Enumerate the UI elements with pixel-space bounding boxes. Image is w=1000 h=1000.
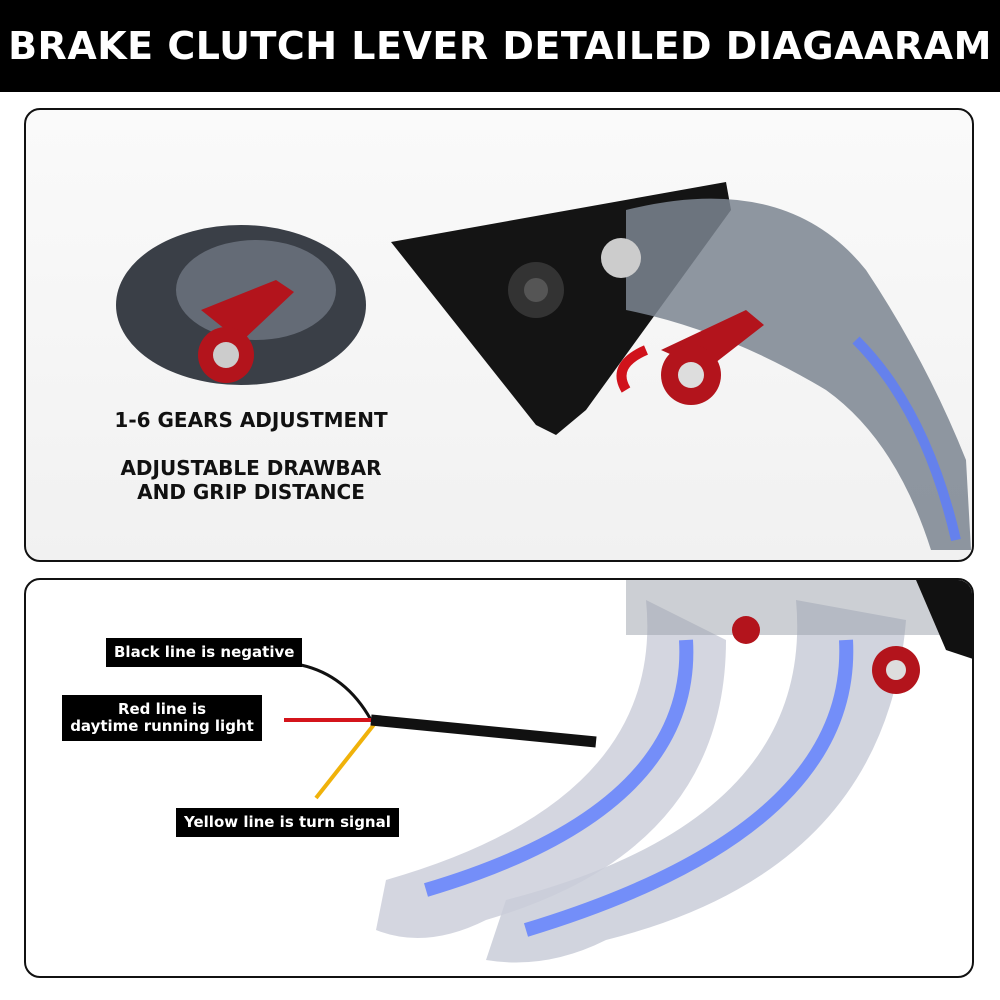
yellow-wire bbox=[314, 720, 378, 800]
page-title: BRAKE CLUTCH LEVER DETAILED DIAGAARAM bbox=[0, 0, 1000, 92]
wiring-panel: Black line is negative Red line is dayti… bbox=[24, 578, 974, 978]
black-wire bbox=[300, 663, 373, 721]
feature-drawbar-2: AND GRIP DISTANCE bbox=[137, 480, 365, 504]
yellow-wire-label: Yellow line is turn signal bbox=[176, 808, 399, 837]
feature-drawbar-1: ADJUSTABLE DRAWBAR bbox=[120, 456, 382, 480]
rotation-arrow-icon bbox=[616, 345, 649, 393]
lever-left bbox=[376, 600, 726, 938]
lever-blade bbox=[626, 198, 971, 551]
wiring-illustration bbox=[284, 580, 972, 963]
adjuster-knob-detail bbox=[201, 280, 294, 342]
red-wire-label: Red line is daytime running light bbox=[62, 695, 262, 741]
black-wire-label: Black line is negative bbox=[106, 638, 303, 667]
feature-gears: 1-6 GEARS ADJUSTMENT bbox=[114, 408, 388, 432]
lever-illustration bbox=[116, 182, 971, 551]
lever-right bbox=[486, 600, 906, 963]
adjustment-panel: 1-6 GEARS ADJUSTMENT ADJUSTABLE DRAWBAR … bbox=[24, 108, 974, 562]
red-wire-label-line2: daytime running light bbox=[70, 717, 254, 735]
cable bbox=[370, 714, 597, 748]
red-wire-label-line1: Red line is bbox=[117, 700, 207, 718]
